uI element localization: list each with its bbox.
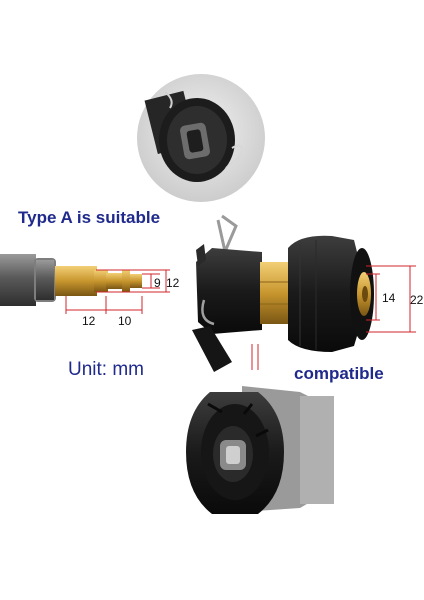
adapter-dimension-lines (251, 265, 416, 370)
dimension-12-horizontal: 12 (82, 314, 96, 328)
hose (0, 254, 56, 306)
adapter-body (192, 214, 374, 372)
dimension-9: 9 (154, 276, 161, 290)
type-a-label: Type A is suitable (18, 208, 161, 227)
dimension-12-vertical: 12 (166, 276, 180, 290)
compatible-label: compatible (294, 364, 384, 383)
plug-dimension-lines (65, 269, 170, 314)
dimension-14: 14 (382, 291, 396, 305)
inset-detail-circle (137, 74, 265, 202)
unit-label: Unit: mm (68, 359, 144, 380)
dimension-22: 22 (410, 293, 424, 307)
brass-plug (55, 266, 142, 296)
dimension-10: 10 (118, 314, 132, 328)
bottom-adapter (186, 386, 334, 514)
